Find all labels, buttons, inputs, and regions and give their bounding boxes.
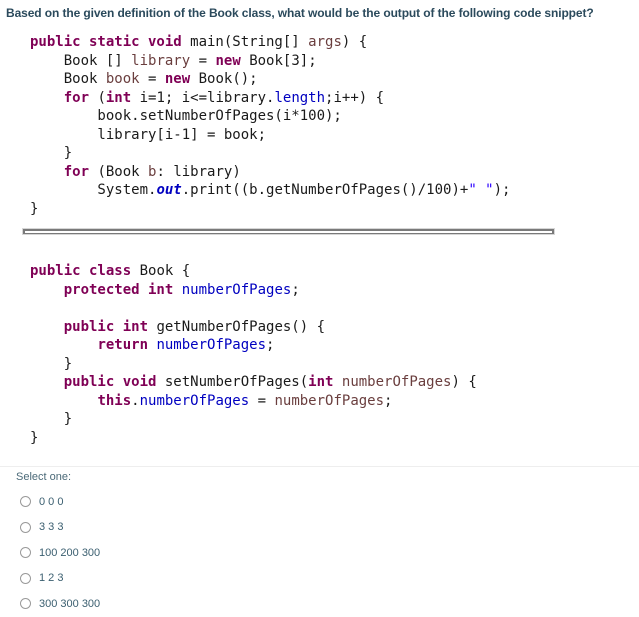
- code-line: public int getNumberOfPages() {: [63, 318, 326, 335]
- answer-options: Select one: 0 0 0 3 3 3 100 200 300 1 2 …: [16, 471, 100, 617]
- code-line: return numberOfPages;: [97, 337, 275, 353]
- answer-option-0[interactable]: 0 0 0: [16, 489, 100, 515]
- code-line: book.setNumberOfPages(i*100);: [30, 108, 342, 124]
- code-line: protected int numberOfPages;: [63, 281, 300, 298]
- code-line: System.out.print((b.getNumberOfPages()/1…: [30, 182, 511, 198]
- main-method-code-block: public static void main(String[] args) {…: [30, 33, 510, 218]
- answer-option-label: 1 2 3: [39, 572, 64, 585]
- answer-option-3[interactable]: 1 2 3: [16, 566, 100, 592]
- code-line: public void setNumberOfPages(int numberO…: [63, 374, 477, 390]
- question-text: Based on the given definition of the Boo…: [6, 6, 594, 20]
- code-line: [30, 300, 38, 316]
- code-line: Book [] library = new Book[3];: [30, 52, 317, 69]
- radio-button-icon[interactable]: [20, 572, 31, 584]
- code-line: }: [30, 355, 73, 372]
- code-divider: [22, 228, 555, 235]
- code-line: }: [30, 411, 73, 427]
- answer-option-4[interactable]: 300 300 300: [16, 591, 100, 617]
- code-line: public static void main(String[] args) {: [30, 34, 368, 50]
- code-line: for (int i=1; i<=library.length;i++) {: [63, 89, 385, 106]
- code-line: }: [30, 200, 39, 217]
- radio-button-icon[interactable]: [20, 521, 31, 533]
- section-separator: [0, 466, 639, 467]
- code-line: library[i-1] = book;: [30, 126, 267, 143]
- answer-option-label: 300 300 300: [39, 597, 101, 610]
- answer-option-2[interactable]: 100 200 300: [16, 540, 100, 566]
- code-line: }: [30, 145, 73, 161]
- book-class-code-block: public class Book { protected int number…: [30, 262, 477, 447]
- code-line: Book book = new Book();: [30, 71, 258, 87]
- answer-option-label: 0 0 0: [39, 495, 64, 508]
- radio-button-icon[interactable]: [20, 598, 31, 610]
- code-line: }: [30, 429, 39, 446]
- answer-option-label: 3 3 3: [39, 521, 64, 534]
- radio-button-icon[interactable]: [20, 496, 31, 508]
- answer-option-label: 100 200 300: [39, 546, 101, 559]
- radio-button-icon[interactable]: [20, 547, 31, 559]
- code-line: this.numberOfPages = numberOfPages;: [97, 392, 393, 409]
- select-one-label: Select one:: [16, 471, 72, 483]
- code-line: public class Book {: [30, 263, 191, 279]
- code-line: for (Book b: library): [63, 163, 241, 180]
- answer-option-1[interactable]: 3 3 3: [16, 515, 100, 541]
